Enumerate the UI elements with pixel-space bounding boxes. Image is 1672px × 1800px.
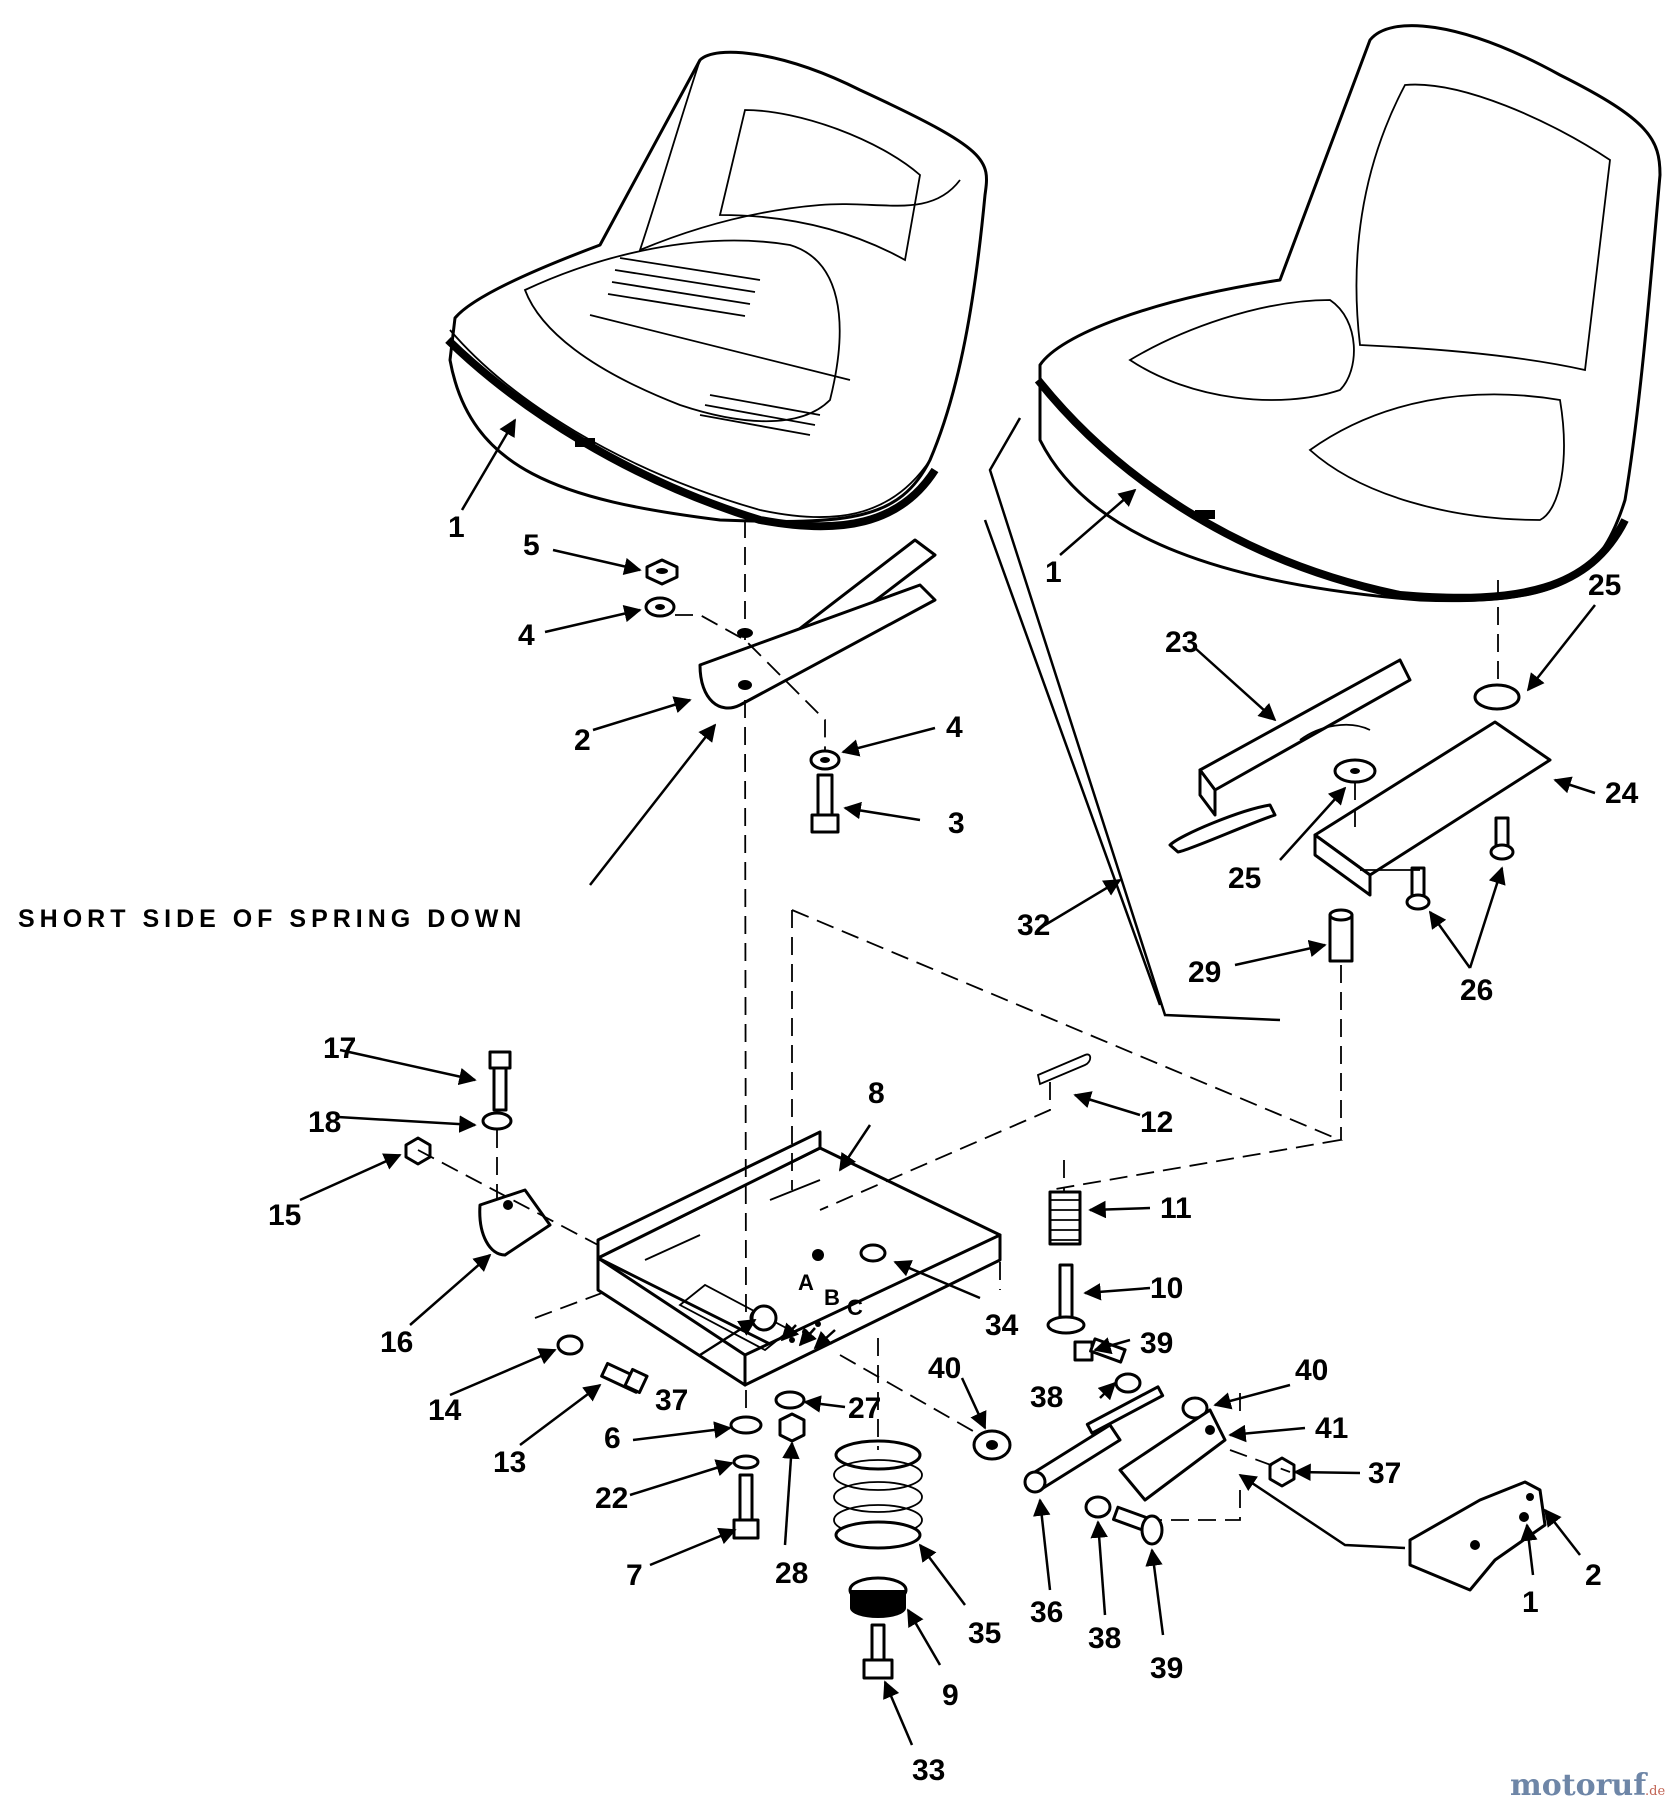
svg-text:motoruf: motoruf: [1510, 1768, 1648, 1800]
hole-label-a: A: [798, 1270, 814, 1295]
motoruf-watermark: motoruf .de: [1510, 1768, 1665, 1800]
callout-5: 5: [523, 529, 540, 562]
callout-10: 10: [1150, 1272, 1183, 1305]
spring-35: [833, 1439, 923, 1550]
hole-label-b: B: [824, 1285, 840, 1310]
callout-38-lower: 38: [1088, 1622, 1121, 1655]
bushing-40-right: [1181, 1396, 1209, 1420]
seat-spring-bracket: [698, 538, 937, 710]
inset-bracket: [1408, 1480, 1547, 1592]
bracket-16: [478, 1188, 552, 1257]
callout-1-right-seat: 1: [1045, 556, 1062, 589]
pin-10: [1046, 1263, 1086, 1335]
callout-36: 36: [1030, 1596, 1063, 1629]
callout-9: 9: [942, 1679, 959, 1712]
spacer-25-upper: [1473, 683, 1521, 711]
left-seat: [445, 50, 988, 531]
screw-26a: [1489, 816, 1515, 861]
nut-5: [645, 558, 679, 586]
bolt-39-lower: [1112, 1505, 1164, 1546]
washer-4-lower: [809, 749, 841, 771]
callout-39-upper: 39: [1140, 1327, 1173, 1360]
callout-34: 34: [985, 1309, 1019, 1342]
callout-3: 3: [948, 807, 965, 840]
callout-25-lower: 25: [1228, 862, 1261, 895]
callout-16: 16: [380, 1326, 413, 1359]
callout-40-left: 40: [928, 1352, 961, 1385]
callout-40-right: 40: [1295, 1354, 1328, 1387]
callout-11: 11: [1160, 1192, 1192, 1225]
washer-27: [774, 1390, 806, 1410]
callout-1-inset: 1: [1522, 1586, 1539, 1619]
callout-18: 18: [308, 1106, 341, 1139]
washer-38-upper: [1114, 1372, 1142, 1394]
bolt-7: [732, 1473, 760, 1540]
lockwasher-22: [732, 1454, 760, 1470]
nut-37-left: [750, 1304, 778, 1332]
callout-37-right: 37: [1368, 1457, 1401, 1490]
callout-28: 28: [775, 1557, 808, 1590]
washer-4-top: [644, 596, 676, 618]
nut-28: [778, 1412, 806, 1443]
shock-absorber-36: [1023, 1385, 1165, 1494]
nut-37-right: [1268, 1456, 1296, 1488]
callout-29: 29: [1188, 956, 1221, 989]
spacer-25-lower: [1333, 758, 1377, 784]
callout-32: 32: [1017, 909, 1050, 942]
callout-39-lower: 39: [1150, 1652, 1183, 1685]
hole-label-c: C: [847, 1295, 863, 1320]
assembly-lines: [417, 520, 1499, 1521]
bolt-13: [600, 1361, 649, 1395]
callout-2: 2: [574, 724, 591, 757]
callout-38-upper: 38: [1030, 1381, 1063, 1414]
washer-14: [556, 1334, 584, 1356]
leader-lines: [299, 418, 1596, 1746]
callout-6: 6: [604, 1422, 621, 1455]
right-seat: [1034, 24, 1662, 603]
svg-text:.de: .de: [1645, 1784, 1665, 1799]
callout-24: 24: [1605, 777, 1639, 810]
callout-41: 41: [1315, 1412, 1348, 1445]
callout-27: 27: [848, 1392, 881, 1425]
callout-22: 22: [595, 1482, 628, 1515]
callout-1-left-seat: 1: [448, 511, 465, 544]
mount-41: [1118, 1408, 1227, 1502]
screw-26b: [1405, 866, 1431, 911]
bushing-40-left: [972, 1429, 1012, 1461]
seat-base-plate: [596, 1130, 1002, 1387]
washer-6: [729, 1415, 763, 1435]
retainer-34: [859, 1243, 887, 1263]
callout-15: 15: [268, 1199, 301, 1232]
slide-rail-23: [1168, 658, 1412, 854]
callout-37-left: 37: [655, 1384, 688, 1417]
callout-12: 12: [1140, 1106, 1173, 1139]
bolt-3: [810, 773, 840, 834]
callout-26: 26: [1460, 974, 1493, 1007]
callout-7: 7: [626, 1559, 643, 1592]
callout-17: 17: [323, 1032, 356, 1065]
spring-11: [1048, 1190, 1082, 1246]
callout-8: 8: [868, 1077, 885, 1110]
callout-2-inset: 2: [1585, 1559, 1602, 1592]
spring-orientation-note: SHORT SIDE OF SPRING DOWN: [18, 905, 526, 933]
eye-clip-12: [1036, 1053, 1092, 1086]
callout-13: 13: [493, 1446, 526, 1479]
callout-4-upper: 4: [518, 619, 535, 652]
bolt-33: [862, 1623, 894, 1680]
callout-35: 35: [968, 1617, 1001, 1650]
washer-38-lower: [1084, 1495, 1112, 1519]
cap-9: [848, 1576, 908, 1618]
callout-14: 14: [428, 1394, 462, 1427]
callout-23: 23: [1165, 626, 1198, 659]
callout-4-lower: 4: [946, 711, 963, 744]
bracket-32-right: [983, 519, 1162, 1006]
washer-18: [481, 1111, 513, 1131]
slide-rail-24: [1313, 720, 1552, 897]
callout-25-upper: 25: [1588, 569, 1621, 602]
bolt-17: [488, 1050, 512, 1112]
callout-33: 33: [912, 1754, 945, 1787]
bracket-32-left: [988, 417, 1281, 1022]
spacer-29: [1328, 908, 1354, 963]
